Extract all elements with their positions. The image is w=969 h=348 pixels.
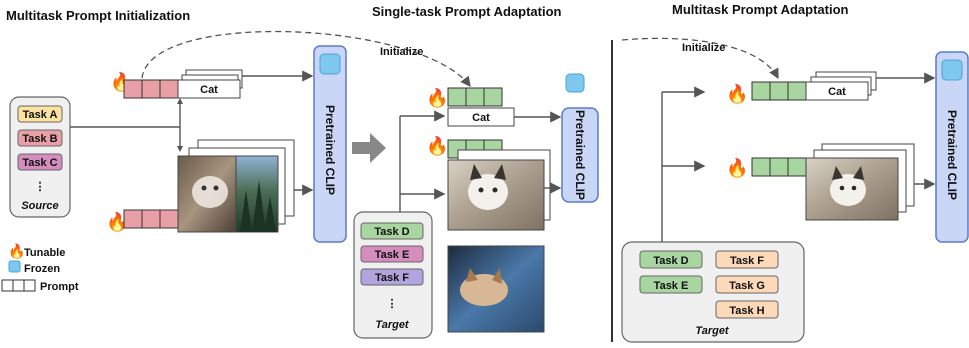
prompt-legend-cell <box>1 279 14 292</box>
legend: 🔥 Tunable Frozen Prompt <box>1 243 79 293</box>
panel-multitask-init: Task A Task B Task C ⋮ Source 🔥 Cat 🔥 <box>9 45 347 243</box>
task-a-label: Task A <box>23 109 58 121</box>
task-f-label: Task F <box>375 272 409 284</box>
kitten-eye <box>492 187 498 193</box>
tree-shapes <box>240 180 276 232</box>
ice-cube-icon <box>8 260 21 273</box>
source-caption: Source <box>21 200 58 212</box>
initialize-label-2: Initialize <box>682 42 725 54</box>
clip-label-3: Pretrained CLIP <box>945 110 959 200</box>
prompt-cell <box>159 79 179 99</box>
flame-icon: 🔥 <box>106 211 128 232</box>
prompt-legend-cell <box>23 279 36 292</box>
kitten-ears <box>832 166 864 180</box>
task-f-label: Task F <box>730 255 764 267</box>
kitten-eye <box>478 187 484 193</box>
task-c-chip <box>17 153 63 171</box>
clip-label-2: Pretrained CLIP <box>573 110 587 200</box>
source-ellipsis: ⋮ <box>35 181 46 193</box>
prompt-cell <box>751 157 771 177</box>
task-h-chip <box>715 300 779 319</box>
task-h-label: Task H <box>729 305 764 317</box>
title-multitask-init: Multitask Prompt Initialization <box>6 8 190 23</box>
kitten-face <box>830 174 866 206</box>
flame-icon: 🔥 <box>426 135 448 156</box>
ice-cube-icon <box>565 73 585 93</box>
clip-label-1: Pretrained CLIP <box>323 105 337 195</box>
cat-label: Cat <box>200 84 218 96</box>
legend-frozen: Frozen <box>24 263 60 275</box>
task-c-label: Task C <box>22 157 57 169</box>
prompt-cell <box>465 87 485 107</box>
ice-cube-icon <box>319 53 341 75</box>
task-d-label: Task D <box>374 226 409 238</box>
initialize-curve <box>141 30 471 88</box>
initialize-label: Initialize <box>380 46 423 58</box>
legend-tunable: Tunable <box>24 247 65 259</box>
task-f-chip <box>360 268 424 286</box>
kitten-face <box>468 174 508 210</box>
target-caption-multi: Target <box>695 325 730 337</box>
clip-box-2 <box>561 107 599 203</box>
cat-label: Cat <box>472 112 490 124</box>
task-e-chip <box>639 275 703 294</box>
transition-arrow <box>352 133 386 163</box>
ice-cube-icon <box>941 59 963 81</box>
task-e-label: Task E <box>375 249 410 261</box>
clip-box-1 <box>313 45 347 243</box>
task-d-chip <box>360 222 424 240</box>
prompt-cell <box>447 87 467 107</box>
cat-label: Cat <box>828 86 846 98</box>
kitten-eye <box>851 185 857 191</box>
legend-prompt: Prompt <box>40 281 79 293</box>
prompt-cell <box>751 81 771 101</box>
prompt-cell <box>141 79 161 99</box>
prompt-cell <box>483 87 503 107</box>
flame-icon: 🔥 <box>726 83 748 104</box>
arrow-down-head <box>177 146 183 152</box>
panel-multitask-adapt: Initialize 🔥 Cat 🔥 Pretrained CLIP <box>621 37 969 343</box>
flame-icon: 🔥 <box>8 243 25 260</box>
kitten-eye <box>839 185 845 191</box>
target-ellipsis: ⋮ <box>387 298 398 310</box>
cat-eye <box>213 185 219 191</box>
panel-single-adapt: Task D Task E Task F ⋮ Target 🔥 Cat 🔥 <box>353 73 599 339</box>
flame-icon: 🔥 <box>426 87 448 108</box>
prompt-cell <box>141 209 161 229</box>
flame-icon: 🔥 <box>726 157 748 178</box>
cat-eye <box>201 185 207 191</box>
sleeping-cat-ears <box>466 268 502 284</box>
prompt-cell <box>159 209 179 229</box>
task-a-chip <box>17 105 63 123</box>
task-e-chip <box>360 245 424 263</box>
prompt-cell <box>787 157 807 177</box>
task-b-chip <box>17 129 63 147</box>
cat-text-box <box>177 79 241 99</box>
arrow-up-head <box>177 98 183 104</box>
cat-face <box>192 176 228 208</box>
task-g-chip <box>715 275 779 294</box>
prompt-cell <box>769 157 789 177</box>
task-d-chip <box>639 250 703 269</box>
prompt-cell <box>769 81 789 101</box>
prompt-legend-cell <box>12 279 25 292</box>
title-single-adapt: Single-task Prompt Adaptation <box>372 4 562 19</box>
clip-box-3 <box>935 51 969 243</box>
task-f-chip <box>715 250 779 269</box>
kitten-ears <box>470 164 506 180</box>
prompt-cell <box>123 209 143 229</box>
initialize-curve-2 <box>621 37 779 80</box>
target-caption-single: Target <box>375 319 410 331</box>
prompt-cell <box>123 79 143 99</box>
task-b-label: Task B <box>22 133 57 145</box>
task-g-label: Task G <box>729 280 765 292</box>
task-d-label: Task D <box>653 255 688 267</box>
sleeping-cat-body <box>460 274 508 306</box>
title-multitask-adapt: Multitask Prompt Adaptation <box>672 2 849 17</box>
prompt-cell <box>787 81 807 101</box>
task-e-label: Task E <box>654 280 689 292</box>
cat-text-box <box>805 81 869 101</box>
